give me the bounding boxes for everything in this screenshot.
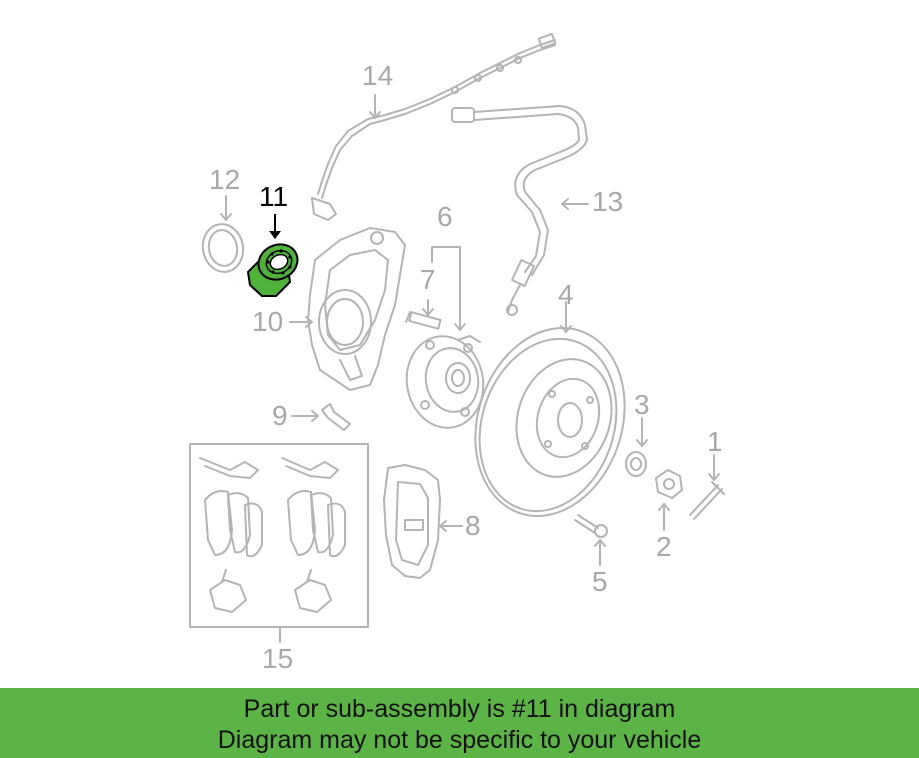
part-7-bolt [405,311,442,330]
callout-2: 2 [656,531,672,562]
callout-7: 7 [420,264,436,295]
callout-14: 14 [362,60,394,91]
callout-11: 11 [259,181,289,212]
part-6-hub [405,335,485,429]
callout-12: 12 [209,164,241,195]
parts-diagram: 14 13 12 11 10 9 8 7 6 5 4 3 2 1 15 [189,32,725,674]
part-14-abs-sensor [311,32,557,221]
callout-6: 6 [437,201,453,232]
part-12-snap-ring [201,223,245,273]
part-15-pad-kit [189,443,369,628]
part-2-nut [655,469,683,499]
callout-8: 8 [465,510,481,541]
callout-9: 9 [272,400,288,431]
part-1-screw [689,481,725,520]
diagram-drawing [189,32,725,643]
part-11-wheel-bearing [246,214,299,297]
callout-15: 15 [262,643,294,674]
callout-3: 3 [634,389,650,420]
callout-10: 10 [252,306,284,337]
part-3-seal [625,451,647,477]
callout-1: 1 [707,426,723,457]
banner-line-disclaimer: Diagram may not be specific to your vehi… [217,726,702,754]
part-10-knuckle [307,227,406,391]
part-9-bolt [321,403,351,431]
info-banner: Part or sub-assembly is #11 in diagram D… [0,688,919,758]
part-13-brake-hose [451,105,588,316]
part-5-bolt [574,514,608,538]
part-8-caliper-bracket [383,464,441,579]
callout-4: 4 [558,279,574,310]
callout-5: 5 [592,566,608,597]
banner-line-part-info: Part or sub-assembly is #11 in diagram [243,695,676,723]
part-4-brake-disc [474,327,626,517]
callout-leaders [220,94,720,643]
callout-13: 13 [592,186,624,217]
